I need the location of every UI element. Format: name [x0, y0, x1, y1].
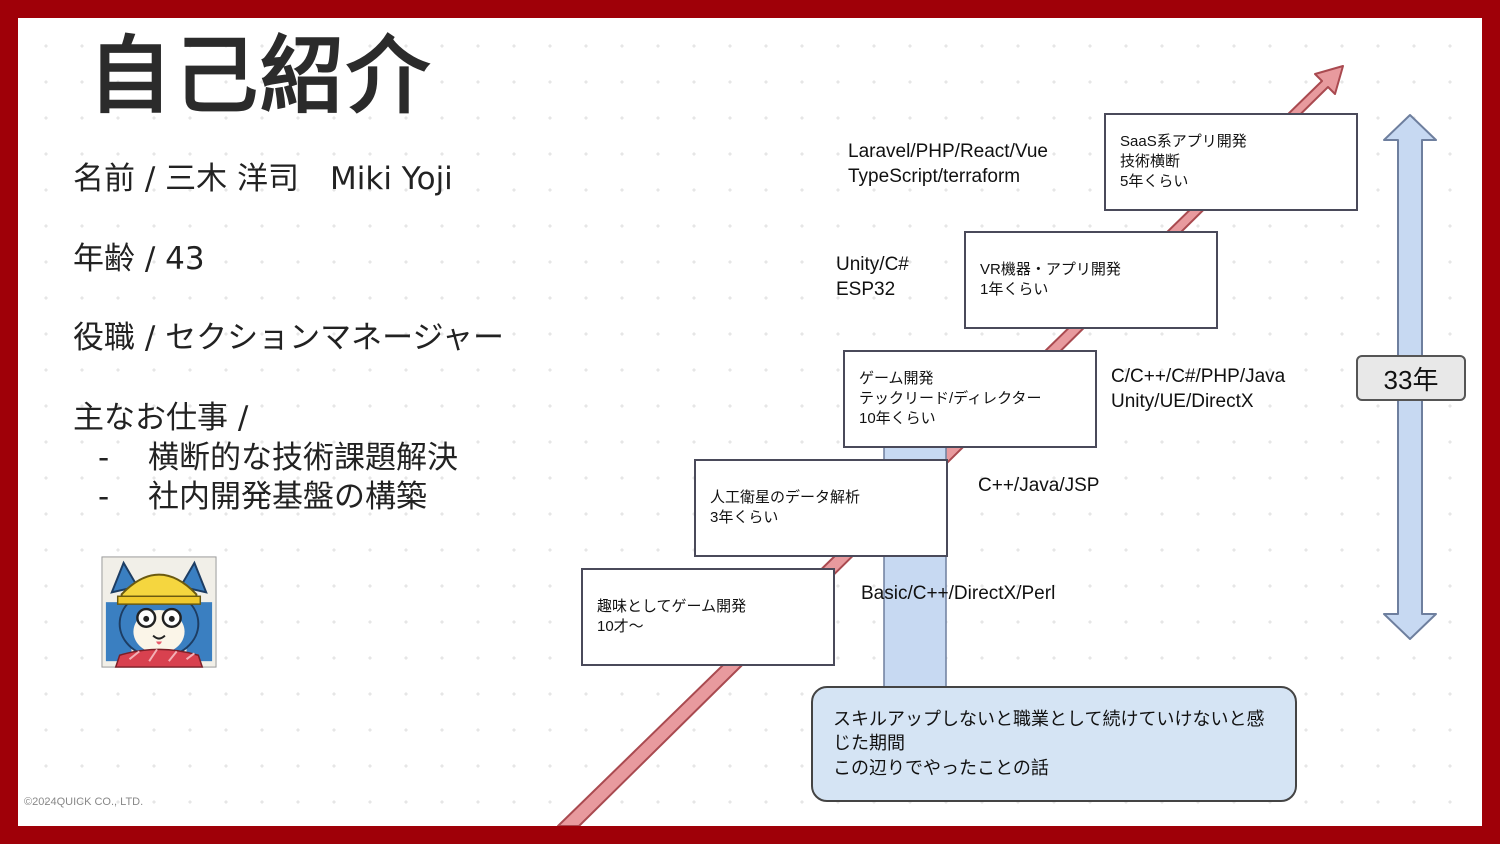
tech-line: ESP32	[836, 278, 896, 300]
step-line: テックリード/ディレクター	[859, 389, 1042, 407]
step-line: 5年くらい	[1120, 173, 1189, 191]
profile-work-heading: 主なお仕事 /	[73, 400, 249, 436]
work-item-text: 横断的な技術課題解決	[148, 440, 458, 476]
step-line: 人工衛星のデータ解析	[710, 488, 861, 506]
profile-name: 名前 / 三木 洋司 Miki Yoji	[73, 161, 453, 197]
callout-box: スキルアップしないと職業として続けていけないと感 じた期間 この辺りでやったこと…	[811, 686, 1297, 802]
career-step-hobby: 趣味としてゲーム開発 10才～	[581, 568, 835, 666]
career-step-game-dev: ゲーム開発 テックリード/ディレクター 10年くらい	[843, 350, 1097, 448]
step-line: SaaS系アプリ開発	[1120, 132, 1247, 150]
avatar	[101, 556, 217, 668]
tech-line: C/C++/C#/PHP/Java	[1111, 366, 1286, 387]
tech-line: TypeScript/terraform	[848, 165, 1021, 187]
step-line: 1年くらい	[980, 281, 1049, 298]
tech-label-vr: Unity/C# ESP32	[836, 253, 909, 302]
step-line: 10才～	[597, 618, 644, 635]
bullet-dash: -	[98, 479, 110, 515]
work-item: - 横断的な技術課題解決	[98, 440, 458, 477]
work-item-text: 社内開発基盤の構築	[148, 479, 427, 515]
tech-line: Laravel/PHP/React/Vue	[848, 141, 1048, 162]
tech-label-hobby: Basic/C++/DirectX/Perl	[861, 582, 1055, 607]
callout-line: スキルアップしないと職業として続けていけないと感	[833, 709, 1265, 730]
step-line: VR機器・アプリ開発	[980, 260, 1121, 278]
tech-label-saas: Laravel/PHP/React/Vue TypeScript/terrafo…	[848, 140, 1048, 189]
bullet-dash: -	[98, 440, 110, 476]
step-line: 3年くらい	[710, 509, 779, 526]
profile-role: 役職 / セクションマネージャー	[73, 320, 504, 356]
copyright-text: ©2024QUICK CO., LTD.	[24, 796, 144, 808]
profile-age: 年齢 / 43	[73, 241, 205, 277]
step-line: ゲーム開発	[859, 369, 934, 387]
slide: 自己紹介 名前 / 三木 洋司 Miki Yoji 年齢 / 43 役職 / セ…	[18, 18, 1482, 826]
callout-line: じた期間	[833, 733, 905, 755]
tech-line: Unity/UE/DirectX	[1111, 390, 1254, 412]
page-title: 自己紹介	[88, 27, 433, 125]
career-step-satellite: 人工衛星のデータ解析 3年くらい	[694, 459, 948, 557]
career-step-saas: SaaS系アプリ開発 技術横断 5年くらい	[1104, 113, 1358, 211]
tech-line: C++/Java/JSP	[978, 475, 1100, 496]
total-years-badge: 33年	[1356, 355, 1466, 401]
tech-label-satellite: C++/Java/JSP	[978, 474, 1099, 499]
tech-line: Basic/C++/DirectX/Perl	[861, 583, 1056, 604]
tech-line: Unity/C#	[836, 254, 909, 275]
career-step-vr: VR機器・アプリ開発 1年くらい	[964, 231, 1218, 329]
step-line: 10年くらい	[859, 410, 936, 428]
step-line: 趣味としてゲーム開発	[597, 597, 747, 615]
step-line: 技術横断	[1120, 152, 1181, 170]
callout-line: この辺りでやったことの話	[833, 757, 1049, 779]
tech-label-game-dev: C/C++/C#/PHP/Java Unity/UE/DirectX	[1111, 365, 1285, 414]
work-item: - 社内開発基盤の構築	[98, 479, 427, 516]
